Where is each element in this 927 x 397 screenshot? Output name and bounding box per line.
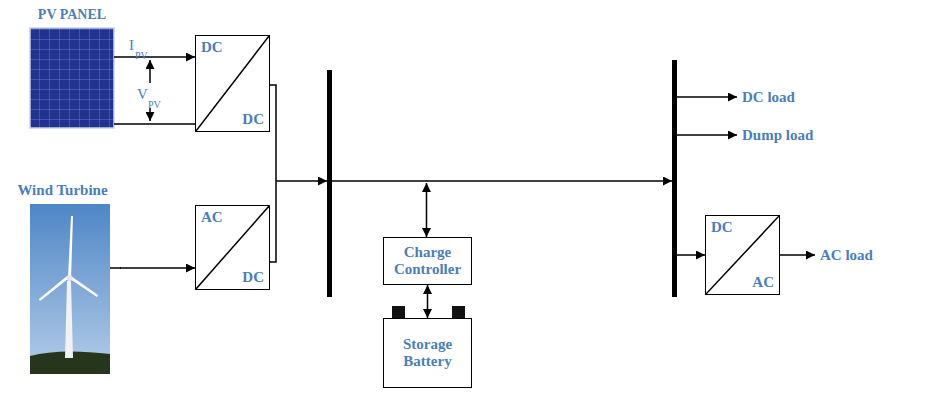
load-label: DC load: [742, 88, 795, 106]
voltage-arrow: [149, 60, 151, 83]
picture-heading: PV PANEL: [30, 6, 114, 23]
node-text: Charge Controller: [388, 244, 467, 278]
charge-controller-box: Charge Controller: [383, 237, 472, 285]
current-symbol: I: [129, 37, 134, 53]
pv-panel: PV PANEL: [30, 6, 114, 128]
voltage-subscript: PV: [148, 94, 161, 112]
current-subscript: PV: [135, 50, 148, 61]
wire-arrow: [677, 96, 737, 98]
battery-box: Storage Battery: [383, 318, 472, 388]
current-symbol: I: [129, 36, 134, 54]
load-label: Dump load: [742, 127, 813, 143]
node-text: DC: [711, 219, 733, 236]
wire: [270, 85, 276, 262]
battery-terminal: [452, 306, 465, 318]
wind-turbine: Wind Turbine: [5, 182, 120, 374]
pv-panel-picture: [30, 28, 114, 128]
wire-arrow: [677, 254, 705, 256]
wire-arrow: [276, 180, 327, 182]
battery-terminal: [392, 306, 405, 318]
wire: [110, 267, 121, 269]
load-label: Dump load: [742, 126, 813, 144]
voltage-symbol: V: [137, 86, 148, 102]
node-text: AC: [201, 209, 223, 226]
wire-arrow: [780, 254, 815, 256]
load-label: DC load: [742, 89, 795, 105]
dc-bus-bar: [327, 70, 332, 297]
dc-dc-converter: DC DC: [195, 35, 270, 132]
load-bus-bar: [672, 60, 677, 297]
wire-arrow: [677, 134, 737, 136]
dc-ac-converter: DC AC: [705, 215, 780, 295]
voltage-subscript: PV: [148, 99, 161, 110]
power-connector: [114, 56, 195, 58]
power-connector: [427, 285, 429, 318]
voltage-symbol: V: [137, 85, 148, 103]
converter-diagonal-line: [196, 206, 269, 289]
node-text: AC: [752, 274, 774, 291]
wind-turbine-picture: [30, 204, 110, 374]
node-text: DC: [242, 269, 264, 286]
current-subscript: PV: [135, 45, 148, 63]
picture-heading: Wind Turbine: [5, 182, 120, 199]
ac-dc-converter: AC DC: [195, 205, 270, 290]
node-text: DC: [201, 39, 223, 56]
wire-arrow: [332, 180, 672, 182]
converter-diagonal-line: [196, 36, 269, 131]
node-text: Storage Battery: [388, 336, 467, 370]
power-connector: [120, 267, 195, 269]
load-label: AC load: [820, 247, 873, 263]
load-label: AC load: [820, 246, 873, 264]
converter-diagonal-line: [706, 216, 779, 294]
node-text: DC: [242, 111, 264, 128]
wire: [114, 123, 195, 125]
wire-arrow: [426, 183, 428, 237]
